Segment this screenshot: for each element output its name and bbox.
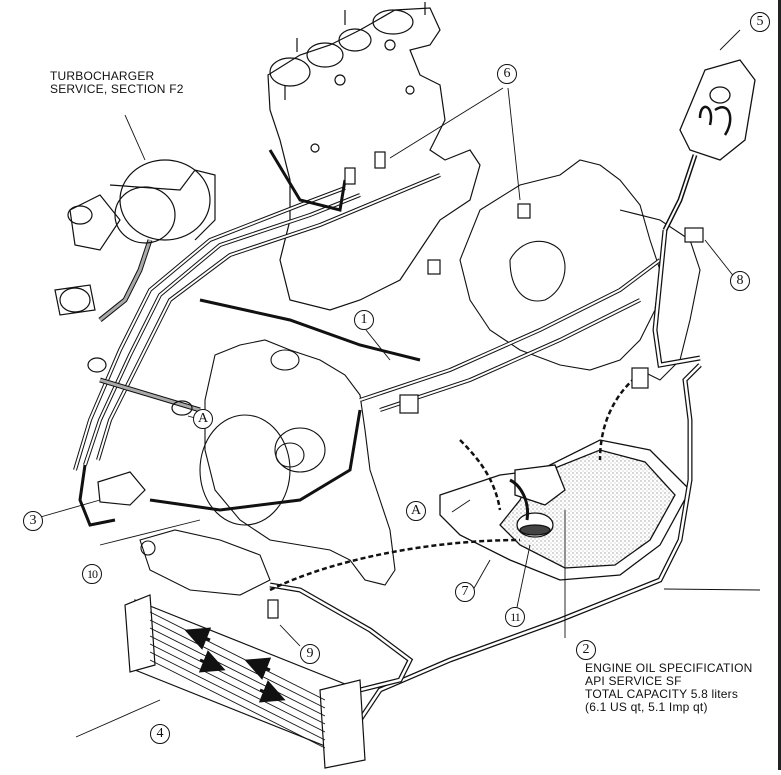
page-edge bbox=[778, 0, 781, 770]
callout-a-upper: A bbox=[193, 409, 213, 429]
callout-6-oil-nozzles: 6 bbox=[497, 64, 517, 84]
return-flow-dashed bbox=[269, 377, 636, 592]
oil-lines bbox=[73, 149, 702, 722]
engine-housing bbox=[459, 159, 701, 381]
intake-manifold bbox=[267, 2, 481, 311]
oil-nozzles bbox=[267, 151, 704, 619]
oil-cooler bbox=[124, 594, 366, 769]
oil-pressure-unit bbox=[78, 464, 146, 527]
callout-11-oil-strainer: 11 bbox=[505, 607, 525, 627]
spec-line-4: (6.1 US qt, 5.1 Imp qt) bbox=[585, 700, 708, 714]
note-line-1: TURBOCHARGER bbox=[50, 69, 155, 83]
callout-8-sensor: 8 bbox=[730, 271, 750, 291]
turbocharger bbox=[54, 159, 216, 416]
callout-5-oil-filter: 5 bbox=[750, 12, 770, 32]
callout-1-oil-metering-pump: 1 bbox=[354, 310, 374, 330]
callout-4-oil-cooler: 4 bbox=[150, 724, 170, 744]
leader-lines bbox=[36, 29, 761, 738]
callout-9-fitting: 9 bbox=[300, 644, 320, 664]
spec-line-1: ENGINE OIL SPECIFICATION bbox=[585, 661, 753, 675]
engine-oil-specification: ENGINE OIL SPECIFICATION API SERVICE SF … bbox=[585, 662, 753, 714]
callout-2-oil-pan: 2 bbox=[576, 640, 596, 660]
callout-10-oil-pressure-switch: 10 bbox=[82, 564, 102, 584]
callout-7-oil-pan-gasket: 7 bbox=[455, 582, 475, 602]
oil-filter bbox=[662, 59, 756, 232]
spec-line-2: API SERVICE SF bbox=[585, 674, 682, 688]
callout-3-oil-pressure-unit: 3 bbox=[23, 511, 43, 531]
callout-a-lower: A bbox=[406, 501, 426, 521]
oil-pan bbox=[439, 439, 691, 581]
note-line-2: SERVICE, SECTION F2 bbox=[50, 82, 184, 96]
spec-line-3: TOTAL CAPACITY 5.8 liters bbox=[585, 687, 739, 701]
turbocharger-service-note: TURBOCHARGER SERVICE, SECTION F2 bbox=[50, 70, 184, 96]
front-cover bbox=[139, 339, 396, 596]
